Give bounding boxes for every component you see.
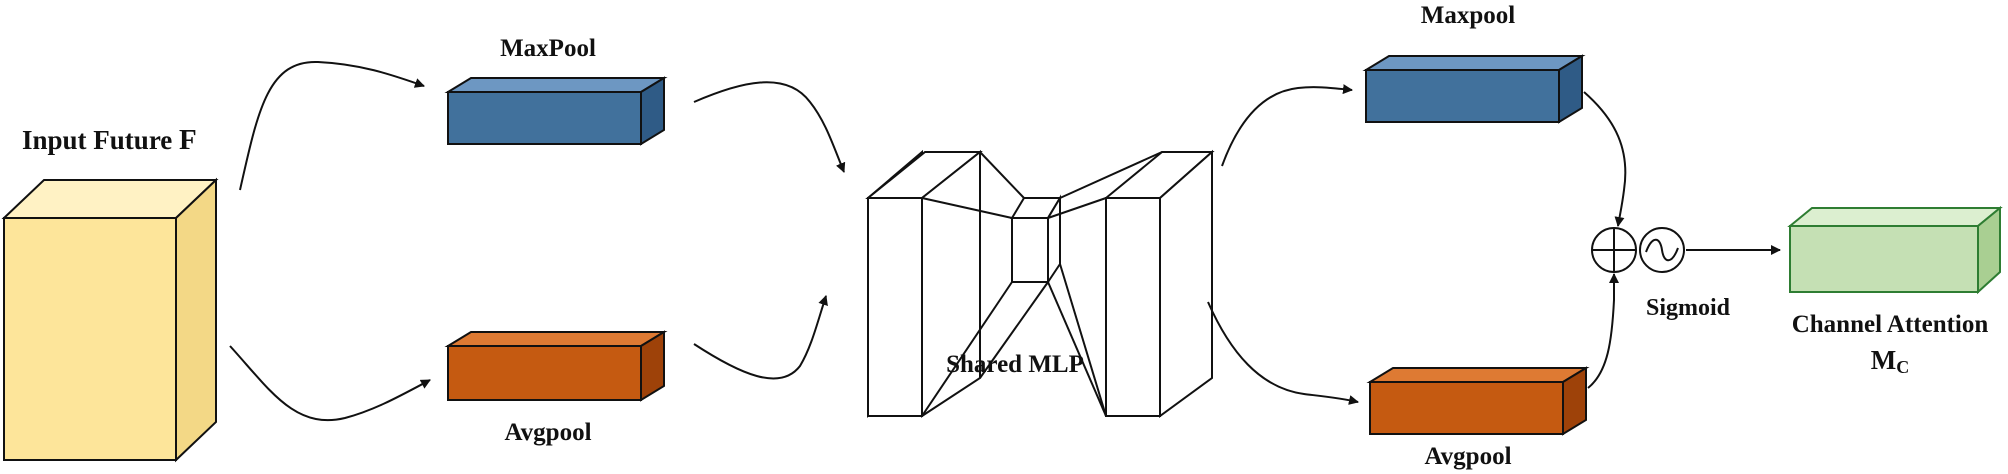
avgpool-right-label: Avgpool	[1424, 443, 1512, 470]
sigmoid-icon	[1639, 227, 1685, 273]
maxpool-block-left	[444, 76, 668, 146]
channel-attention-symbol-m: M	[1870, 345, 1897, 375]
sigmoid-label: Sigmoid	[1645, 295, 1731, 321]
input-feature-label: Input Future F	[22, 126, 197, 155]
input-feature-label-text: Input Future	[22, 125, 180, 155]
arrow-maxpool-to-sum	[1583, 91, 1627, 227]
channel-attention-label: Channel Attention	[1791, 311, 1989, 338]
arrow-maxpool-to-mlp	[693, 81, 846, 173]
input-feature-cube	[1, 177, 219, 463]
maxpool-right-label: Maxpool	[1420, 2, 1516, 29]
shared-mlp	[865, 149, 1215, 418]
arrow-input-to-maxpool	[239, 60, 425, 191]
avgpool-block-right	[1366, 366, 1590, 436]
arrow-avgpool-to-mlp	[693, 295, 828, 380]
arrow-avgpool-to-sum	[1587, 273, 1619, 389]
arrow-mlp-to-maxpool	[1221, 84, 1353, 167]
flow-arrows	[229, 60, 1781, 422]
input-feature-symbol: F	[179, 124, 197, 156]
channel-attention-symbol: MC	[1870, 345, 1910, 377]
channel-attention-symbol-sub: C	[1896, 357, 1910, 377]
avgpool-block-left	[444, 330, 668, 402]
arrow-mlp-to-avgpool	[1207, 301, 1359, 405]
channel-attention-block	[1787, 205, 2003, 295]
maxpool-left-label: MaxPool	[500, 35, 596, 62]
arrow-input-to-avgpool	[229, 345, 431, 422]
avgpool-left-label: Avgpool	[504, 419, 592, 446]
elementwise-sum-icon	[1591, 227, 1637, 273]
maxpool-block-right	[1362, 54, 1586, 124]
shared-mlp-label: Shared MLP	[946, 351, 1084, 378]
